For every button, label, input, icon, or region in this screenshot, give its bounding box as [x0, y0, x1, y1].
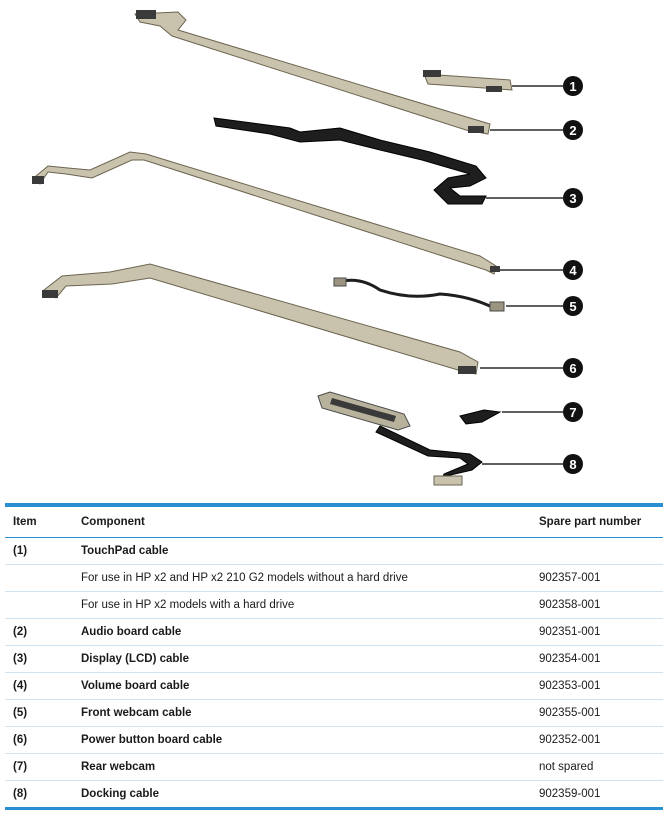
row-item-cell: (5) — [5, 699, 73, 727]
header-spare-part-number: Spare part number — [539, 516, 642, 528]
callout-6-circle — [563, 358, 583, 378]
row-component-cell: Audio board cable — [73, 618, 531, 646]
row-spare-cell: 902357-001 — [531, 564, 663, 592]
power-button-board-cable-illustration — [42, 263, 479, 375]
callout-8-circle — [563, 454, 583, 474]
row-item-cell: (8) — [5, 780, 73, 810]
callout-5-label: 5 — [569, 299, 576, 314]
row-spare-cell: 902358-001 — [531, 591, 663, 619]
row-component-cell: Display (LCD) cable — [73, 645, 531, 673]
row-spare-cell: 902359-001 — [531, 780, 663, 810]
row-item-cell: (1) — [5, 537, 73, 565]
header-component: Component — [81, 516, 145, 528]
table-row: For use in HP x2 and HP x2 210 G2 models… — [5, 564, 663, 592]
display-cable-illustration — [213, 117, 487, 205]
row-item-cell: (6) — [5, 726, 73, 754]
callout-2-circle — [563, 120, 583, 140]
row-item-cell — [5, 564, 73, 592]
docking-cable-illustration — [317, 391, 483, 486]
table-row: (1)TouchPad cable — [5, 537, 663, 565]
row-component-cell: For use in HP x2 models with a hard driv… — [73, 591, 531, 619]
row-spare-cell: 902351-001 — [531, 618, 663, 646]
callout-2-label: 2 — [569, 123, 576, 138]
table-header-row: Item Component Spare part number — [5, 505, 663, 538]
callout-leader-lines — [480, 85, 565, 465]
row-component-cell: TouchPad cable — [73, 537, 531, 565]
callout-1-label: 1 — [569, 79, 576, 94]
cables-illustration: 1 2 3 4 5 6 7 8 — [32, 10, 583, 486]
audio-board-cable-illustration — [134, 10, 491, 135]
row-spare-cell: 902354-001 — [531, 645, 663, 673]
row-spare-cell: not spared — [531, 753, 663, 781]
row-item-cell: (2) — [5, 618, 73, 646]
row-component-cell: Volume board cable — [73, 672, 531, 700]
callout-3-circle — [563, 188, 583, 208]
row-component-cell: Docking cable — [73, 780, 531, 810]
callout-5-circle — [563, 296, 583, 316]
callout-1-circle — [563, 76, 583, 96]
callout-3-label: 3 — [569, 191, 576, 206]
rear-webcam-illustration — [459, 409, 502, 425]
row-item-cell: (4) — [5, 672, 73, 700]
row-item-cell: (7) — [5, 753, 73, 781]
callout-8-label: 8 — [569, 457, 576, 472]
row-spare-cell — [531, 537, 663, 565]
header-item: Item — [13, 516, 37, 528]
table-row: For use in HP x2 models with a hard driv… — [5, 591, 663, 619]
row-component-cell: Front webcam cable — [73, 699, 531, 727]
spare-parts-table: Item Component Spare part number (1)Touc… — [5, 503, 663, 810]
callout-6-label: 6 — [569, 361, 576, 376]
touchpad-cable-illustration — [423, 70, 513, 92]
callout-7-circle — [563, 402, 583, 422]
callout-7-label: 7 — [569, 405, 576, 420]
callout-4-label: 4 — [569, 263, 577, 278]
callout-4-circle — [563, 260, 583, 280]
row-spare-cell: 902352-001 — [531, 726, 663, 754]
row-item-cell — [5, 591, 73, 619]
row-spare-cell: 902353-001 — [531, 672, 663, 700]
volume-board-cable-illustration — [32, 151, 500, 275]
row-spare-cell: 902355-001 — [531, 699, 663, 727]
row-component-cell: For use in HP x2 and HP x2 210 G2 models… — [73, 564, 531, 592]
row-component-cell: Rear webcam — [73, 753, 531, 781]
row-item-cell: (3) — [5, 645, 73, 673]
front-webcam-cable-illustration — [333, 277, 505, 312]
row-component-cell: Power button board cable — [73, 726, 531, 754]
